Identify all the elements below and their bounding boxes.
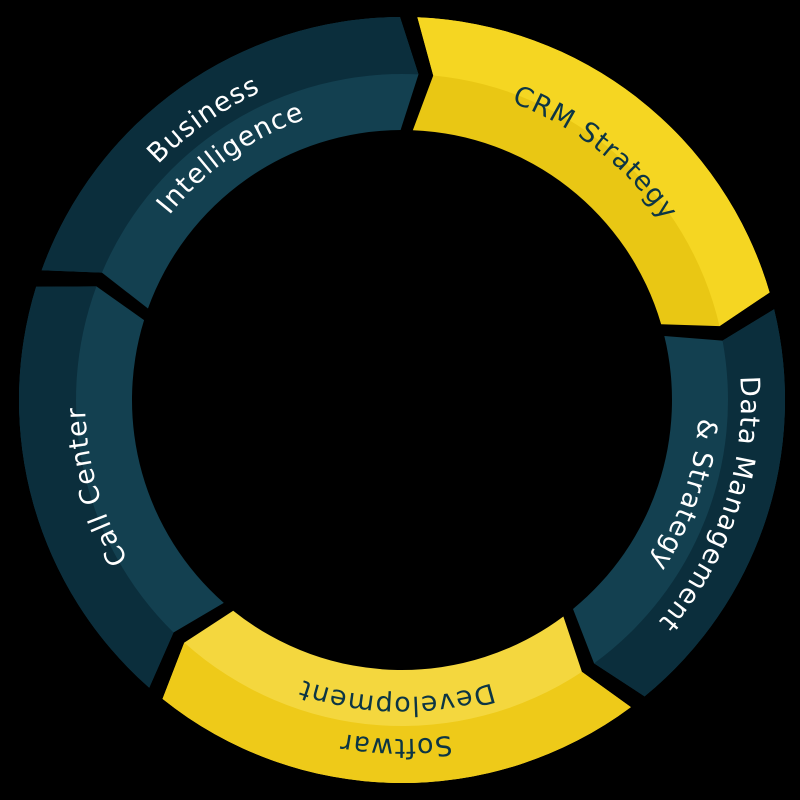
segment-software-development-outer-band: [162, 642, 631, 783]
segment-data-management-strategy-outer-band: [594, 309, 785, 697]
segment-call-center: Call Center: [19, 286, 224, 688]
segment-crm-strategy: CRM Strategy: [412, 17, 770, 327]
segment-data-management-strategy: Data Management& Strategy: [573, 309, 785, 697]
segment-business-intelligence-outer-band: [41, 17, 419, 273]
segment-crm-strategy-inner-band: [412, 17, 770, 327]
segment-business-intelligence-inner-band: [41, 17, 419, 309]
segment-crm-strategy-outer-band: [417, 17, 770, 327]
segment-call-center-outer-band: [19, 286, 174, 688]
segment-software-development-label-line1: Softwar: [337, 727, 453, 763]
